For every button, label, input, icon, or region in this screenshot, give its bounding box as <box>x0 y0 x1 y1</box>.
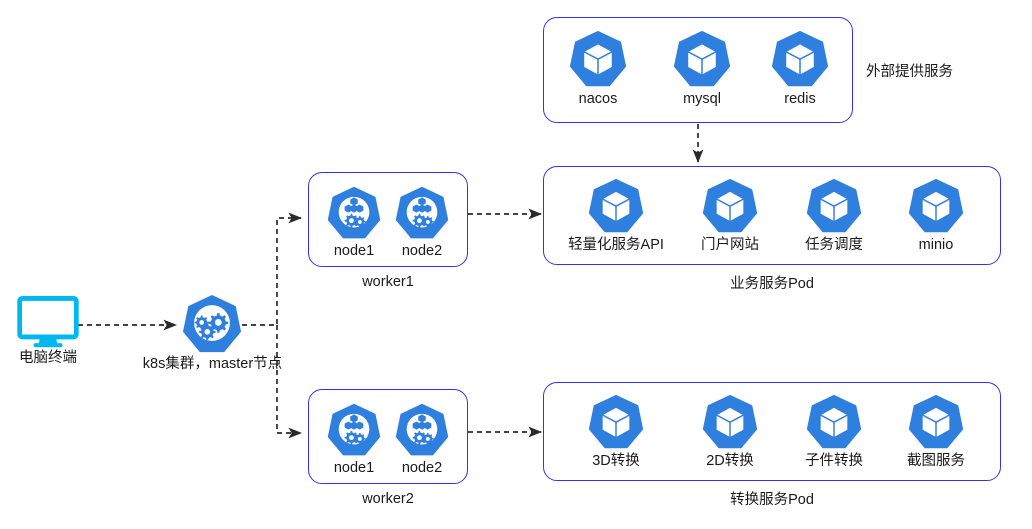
computer-terminal[interactable]: 电脑终端 <box>8 296 88 367</box>
pod-service-label: 子件转换 <box>805 453 863 469</box>
cube-hexagon-icon <box>770 29 830 89</box>
pod-service-screenshot[interactable]: 截图服务 <box>886 393 986 470</box>
worker2-node2[interactable]: node2 <box>389 402 455 477</box>
worker2-node1[interactable]: node1 <box>321 402 387 477</box>
worker1-node2[interactable]: node2 <box>389 185 455 260</box>
pod-service-3d-conversion[interactable]: 3D转换 <box>566 393 666 470</box>
k8s-node-icon <box>326 185 382 241</box>
pod-service-label: 截图服务 <box>907 453 965 469</box>
worker1-caption: worker1 <box>362 274 414 290</box>
cube-hexagon-icon <box>907 177 965 235</box>
pod-service-label: 门户网站 <box>701 237 759 253</box>
pod-service-label: minio <box>918 237 954 253</box>
k8s-node-icon <box>394 185 450 241</box>
pod-service-task-scheduler[interactable]: 任务调度 <box>784 177 884 254</box>
external-service-label: redis <box>784 91 816 107</box>
pod-service-label: 3D转换 <box>592 453 640 469</box>
cube-hexagon-icon <box>587 177 645 235</box>
computer-terminal-label: 电脑终端 <box>19 350 77 366</box>
worker2-caption: worker2 <box>362 491 414 507</box>
worker2-box: node1 node2 <box>308 389 468 484</box>
k8s-master-node[interactable] <box>180 293 244 355</box>
cube-hexagon-icon <box>568 29 628 89</box>
pod-service-label: 任务调度 <box>805 237 863 253</box>
conversion-service-pod-box: 3D转换 2D转换 子件转换 截图服务 <box>543 382 1001 481</box>
cube-hexagon-icon <box>805 393 863 451</box>
worker1-node1[interactable]: node1 <box>321 185 387 260</box>
pod-service-lightweight-api[interactable]: 轻量化服务API <box>562 177 670 254</box>
pod-service-2d-conversion[interactable]: 2D转换 <box>680 393 780 470</box>
pod-service-label: 轻量化服务API <box>568 237 664 253</box>
connector-master-to-worker2 <box>276 325 303 439</box>
business-service-pod-caption: 业务服务Pod <box>730 276 814 292</box>
pod-service-subpart-conversion[interactable]: 子件转换 <box>784 393 884 470</box>
cube-hexagon-icon <box>672 29 732 89</box>
connector-master-to-worker1 <box>242 212 303 326</box>
worker1-node1-label: node1 <box>333 243 375 259</box>
external-services-box: nacos mysql redis <box>543 17 853 123</box>
k8s-master-label: k8s集群，master节点 <box>142 356 283 372</box>
external-service-label: nacos <box>578 91 618 107</box>
external-service-nacos[interactable]: nacos <box>558 29 638 108</box>
pod-service-portal-website[interactable]: 门户网站 <box>680 177 780 254</box>
external-services-annotation: 外部提供服务 <box>866 64 953 80</box>
pod-service-minio[interactable]: minio <box>886 177 986 254</box>
cube-hexagon-icon <box>701 177 759 235</box>
cube-hexagon-icon <box>805 177 863 235</box>
external-service-mysql[interactable]: mysql <box>662 29 742 108</box>
external-service-redis[interactable]: redis <box>760 29 840 108</box>
pod-service-label: 2D转换 <box>706 453 754 469</box>
k8s-master-gears-icon <box>181 293 243 355</box>
external-service-label: mysql <box>683 91 721 107</box>
worker1-box: node1 node2 <box>308 172 468 267</box>
worker2-node1-label: node1 <box>333 460 375 476</box>
cube-hexagon-icon <box>587 393 645 451</box>
conversion-service-pod-caption: 转换服务Pod <box>730 492 814 508</box>
k8s-node-icon <box>394 402 450 458</box>
worker2-node2-label: node2 <box>401 460 443 476</box>
cube-hexagon-icon <box>701 393 759 451</box>
monitor-icon <box>17 296 79 348</box>
cube-hexagon-icon <box>907 393 965 451</box>
business-service-pod-box: 轻量化服务API 门户网站 任务调度 minio <box>543 166 1001 265</box>
worker1-node2-label: node2 <box>401 243 443 259</box>
k8s-node-icon <box>326 402 382 458</box>
